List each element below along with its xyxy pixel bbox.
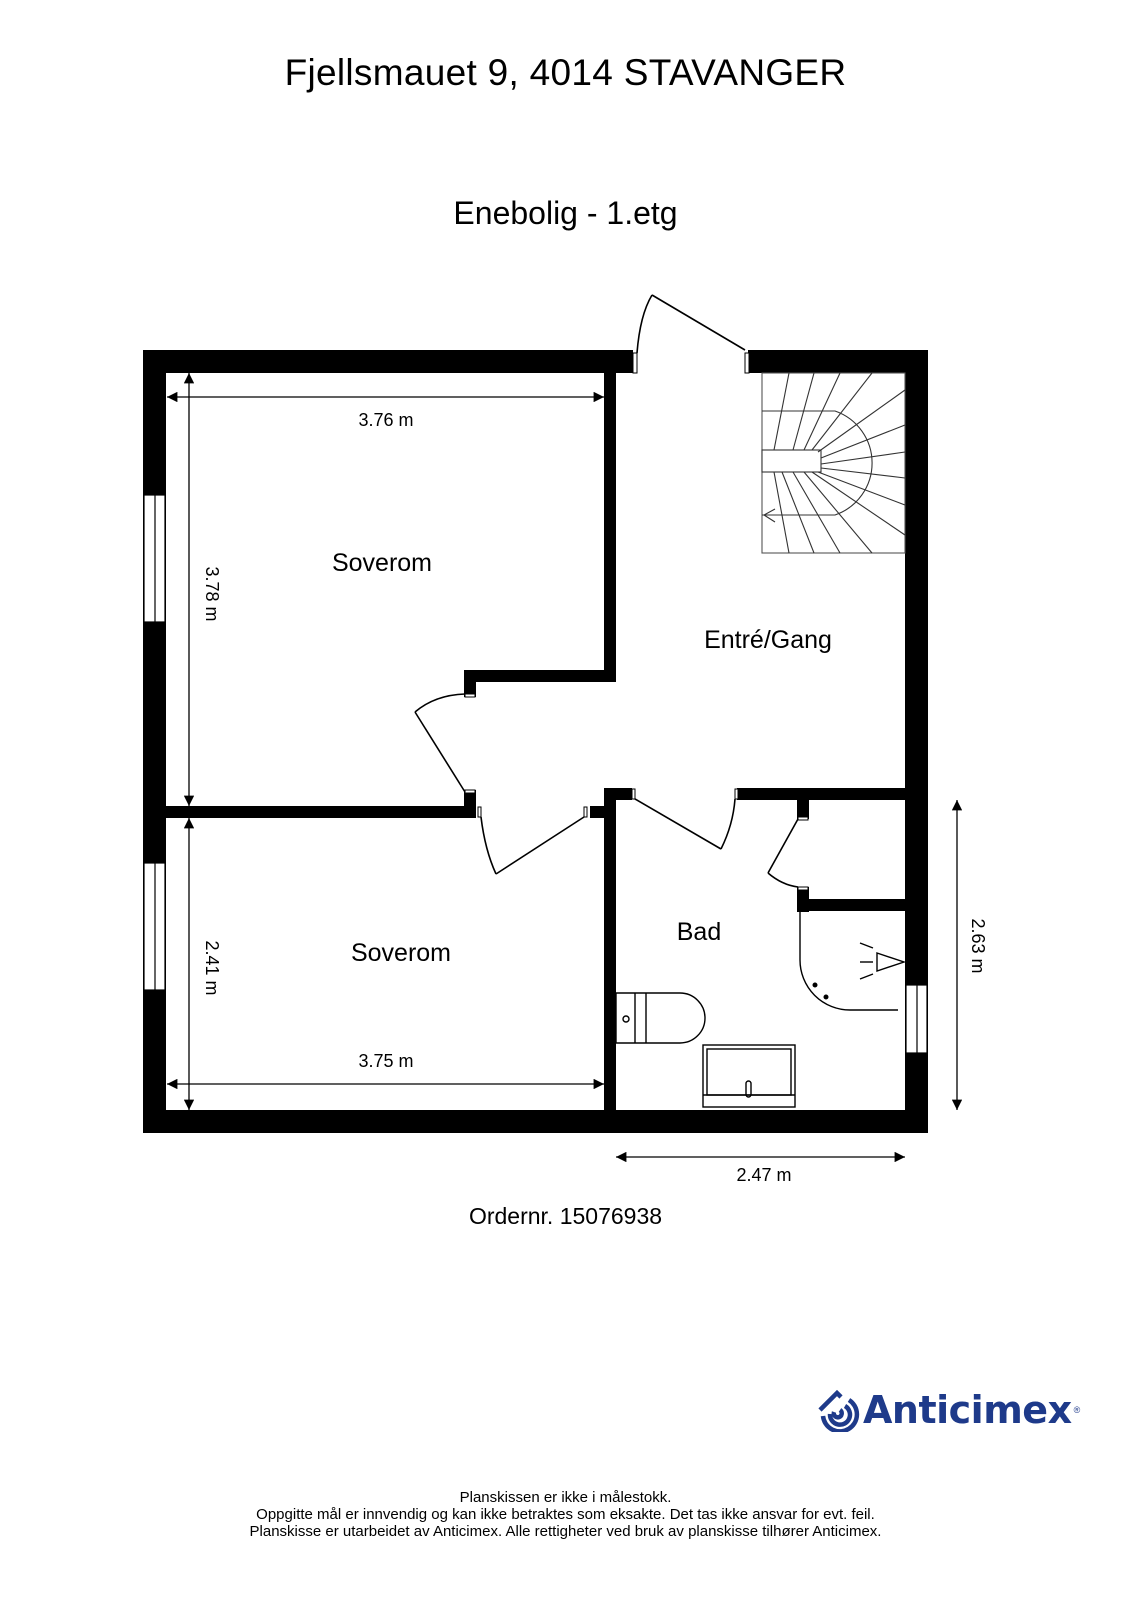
window-bathroom: [905, 984, 928, 1054]
dim-label-bathroom-height: 2.63 m: [968, 918, 988, 973]
disclaimer-line-2: Oppgitte mål er innvendig og kan ikke be…: [256, 1506, 875, 1523]
address-title: Fjellsmauet 9, 4014 STAVANGER: [284, 52, 847, 93]
staircase: [761, 372, 906, 554]
order-number: Ordernr. 15076938: [468, 1203, 663, 1229]
dim-label-bathroom-width: 2.47 m: [736, 1165, 791, 1185]
window-bedroom-2: [143, 862, 166, 991]
sink-icon: [702, 1044, 796, 1108]
disclaimer-line-3: Planskisse er utarbeidet av Anticimex. A…: [249, 1523, 882, 1540]
dim-label-bedroom2-height: 2.41 m: [202, 940, 222, 995]
dim-label-bedroom1-width: 3.76 m: [358, 410, 413, 430]
dim-label-bedroom2-width: 3.75 m: [358, 1051, 413, 1071]
room-label-bedroom-1: Soverom: [332, 549, 432, 577]
disclaimer-line-1: Planskissen er ikke i målestokk.: [459, 1489, 672, 1506]
dim-label-bedroom1-height: 3.78 m: [202, 566, 222, 621]
room-label-bedroom-2: Soverom: [351, 939, 451, 967]
toilet-icon: [615, 992, 706, 1044]
bedroom-2-door: [480, 816, 585, 875]
interior-walls: [166, 373, 905, 1110]
bathroom-door: [634, 798, 736, 850]
anticimex-spiral-icon: [818, 1389, 860, 1432]
closet-door: [767, 818, 799, 888]
anticimex-logo: Anticimex ®: [815, 1388, 1080, 1432]
shower-icon: [799, 912, 907, 1011]
window-bedroom-1: [143, 494, 166, 623]
disclaimer: Planskissen er ikke i målestokk. Oppgitt…: [0, 1489, 1131, 1540]
room-label-bathroom: Bad: [677, 918, 721, 946]
bedroom-1-door: [414, 693, 466, 793]
floor-label: Enebolig - 1.etg: [453, 195, 678, 231]
brand-name: Anticimex: [863, 1388, 1072, 1432]
registered-mark: ®: [1073, 1405, 1081, 1415]
room-label-hallway: Entré/Gang: [704, 626, 832, 654]
entrance-door: [636, 294, 746, 354]
